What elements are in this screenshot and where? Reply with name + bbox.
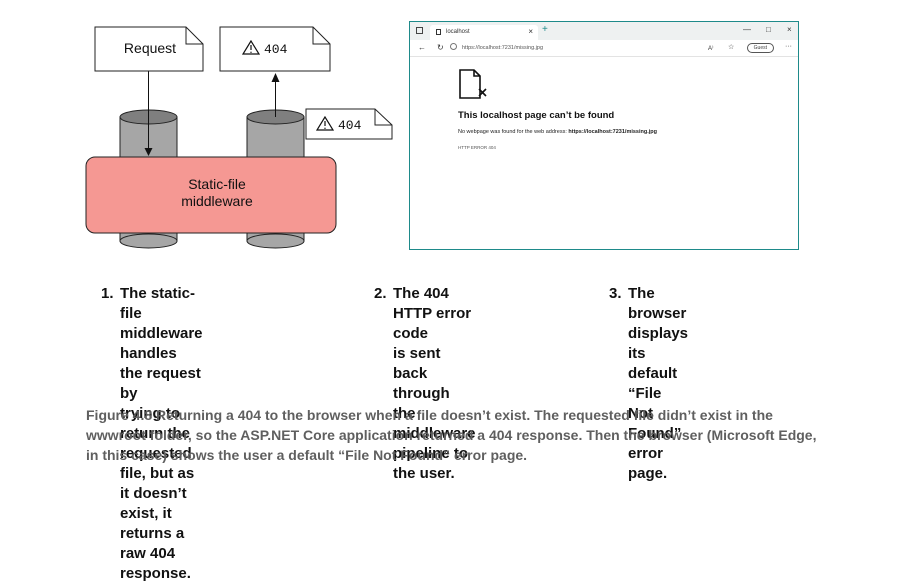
request-arrow-head [144, 148, 153, 156]
address-bar: ← ↻ https://localhost:7231/missing.jpg A… [410, 40, 798, 57]
tab-actions-icon[interactable] [416, 27, 423, 34]
broken-page-icon [459, 69, 487, 99]
favorites-icon[interactable]: ☆ [728, 44, 735, 51]
middleware-box [85, 156, 337, 234]
request-document: Request [94, 26, 204, 72]
step-line: The 404 HTTP error code [393, 285, 472, 342]
response-code-label: 404 [264, 42, 288, 57]
request-label: Request [124, 40, 176, 56]
tab-bar: localhost × + — □ × [410, 22, 798, 40]
error-title: This localhost page can’t be found [458, 110, 615, 121]
error-message: No webpage was found for the web address… [458, 129, 788, 135]
error-code: HTTP ERROR 404 [458, 145, 496, 150]
step-line: the user. [393, 465, 455, 482]
step-text: The 404 HTTP error code is sent back thr… [393, 284, 476, 484]
step-line: returns a raw 404 response. [120, 525, 191, 582]
step-line: handles the request by [120, 345, 201, 402]
more-menu-icon[interactable]: ··· [785, 43, 792, 50]
site-info-icon[interactable] [450, 43, 457, 50]
tab-close-icon[interactable]: × [528, 27, 533, 36]
step-number: 2. [374, 285, 387, 302]
step-number: 3. [609, 285, 622, 302]
browser-window: localhost × + — □ × ← ↻ https://localhos… [409, 21, 799, 250]
back-icon[interactable]: ← [418, 43, 426, 52]
error-page: This localhost page can’t be found No we… [458, 69, 788, 150]
middleware-diagram: Static-file middleware Request 404 404 [85, 26, 393, 249]
step-line: trying to return the requested [120, 405, 192, 462]
close-button[interactable]: × [787, 25, 792, 34]
tab-title: localhost [446, 29, 470, 35]
returned-document: 404 [305, 108, 393, 140]
step-line: The static-file middleware [120, 285, 203, 342]
step-line: error page. [628, 445, 668, 482]
response-document: 404 [219, 26, 331, 72]
profile-button[interactable]: Guest [746, 43, 774, 53]
step-line: default “File Not Found” [628, 365, 682, 442]
refresh-icon[interactable]: ↻ [437, 43, 444, 52]
error-message-url: https://localhost:7231/missing.jpg [568, 129, 658, 135]
step-line: is sent back through the [393, 345, 450, 422]
read-aloud-icon[interactable]: A⁾ [708, 46, 714, 52]
new-tab-icon[interactable]: + [542, 24, 548, 35]
step-text: The browser displays its default “File N… [628, 284, 688, 484]
middleware-label-line2: middleware [181, 193, 253, 209]
step-number: 1. [101, 285, 114, 302]
tab-localhost[interactable]: localhost × [430, 25, 538, 40]
maximize-button[interactable]: □ [766, 25, 771, 34]
step-line: The browser displays its [628, 285, 689, 362]
response-arrow-head [271, 73, 280, 82]
url-field[interactable]: https://localhost:7231/missing.jpg [462, 45, 544, 51]
step-line: file, but as it doesn’t exist, it [120, 465, 195, 522]
page-icon [436, 29, 441, 35]
figure-caption: Figure 4.8 Returning a 404 to the browse… [86, 407, 817, 463]
warning-icon [315, 115, 335, 131]
warning-icon [241, 39, 261, 55]
minimize-button[interactable]: — [743, 25, 751, 34]
error-message-text: No webpage was found for the web address… [458, 129, 569, 135]
returned-code-label: 404 [338, 118, 362, 133]
step-line: middleware pipeline to [393, 425, 476, 462]
middleware-label-line1: Static-file [188, 176, 246, 192]
